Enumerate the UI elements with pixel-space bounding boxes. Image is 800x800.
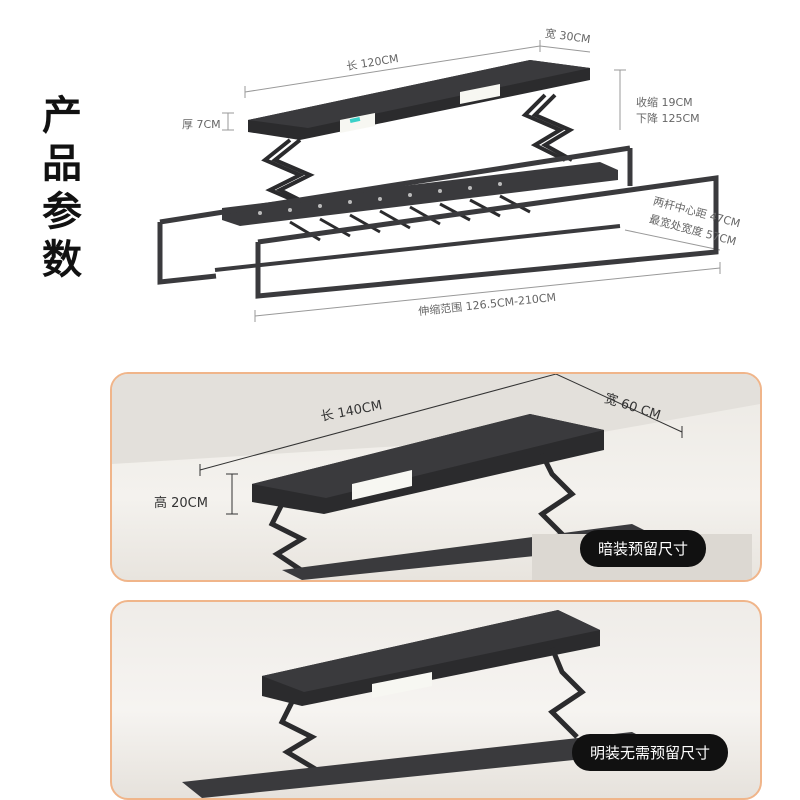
- product-diagram: [157, 40, 721, 322]
- title-char-3: 参: [42, 189, 82, 235]
- exposed-install-illustration: [182, 610, 652, 798]
- title-char-4: 数: [42, 237, 82, 283]
- title-char-1: 产: [42, 93, 82, 139]
- exposed-install-badge: 明装无需预留尺寸: [572, 734, 729, 771]
- retract-label: 收缩 19CM: [636, 96, 693, 109]
- lower-label: 下降 125CM: [636, 112, 700, 125]
- page-title: 产 品 参 数: [36, 92, 88, 284]
- concealed-height-label: 高 20CM: [154, 496, 208, 511]
- title-char-2: 品: [42, 141, 82, 187]
- thickness-label: 厚 7CM: [182, 118, 221, 131]
- concealed-install-badge: 暗装预留尺寸: [580, 530, 707, 567]
